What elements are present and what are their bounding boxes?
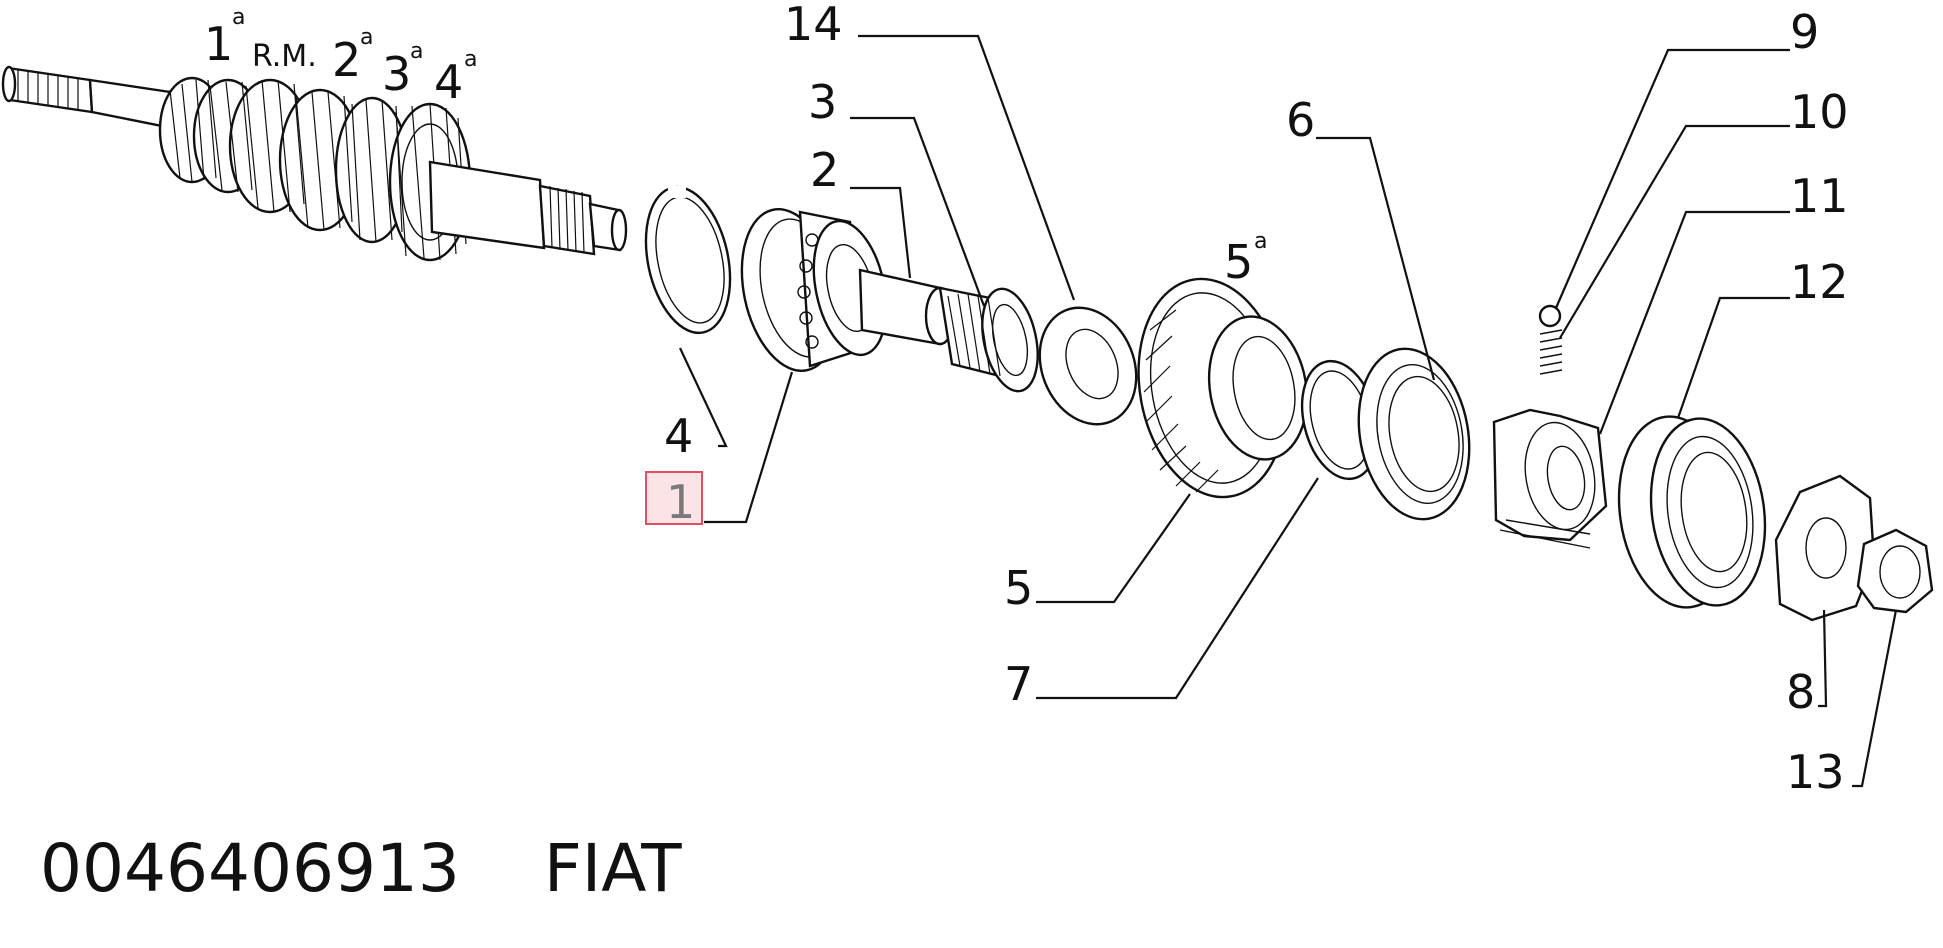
shaft-journal [428, 160, 628, 256]
callout-13[interactable]: 13 [1786, 745, 1845, 799]
part-13-nut [1856, 528, 1934, 614]
callout-5[interactable]: 5 [1004, 561, 1033, 615]
gear-label-reverse: R.M. [252, 39, 317, 74]
gear-label-4-sup: a [464, 47, 477, 72]
gear-label-2-sup: a [360, 25, 373, 50]
gear-label-1-num: 1 [204, 17, 233, 71]
callout-8[interactable]: 8 [1786, 665, 1815, 719]
spline-shaft-end [1, 65, 174, 130]
part-4-snap-ring [644, 185, 732, 335]
part-14-thrust-washer [1038, 306, 1138, 426]
gear-label-5-sup: a [1254, 229, 1267, 254]
part-6-synchro-ring [1357, 347, 1471, 521]
main-shaft-assembly [1, 65, 628, 262]
callout-4[interactable]: 4 [664, 409, 693, 463]
part-11-synchro-hub [1492, 408, 1608, 549]
part-5-fifth-gear [1137, 277, 1309, 499]
callout-3[interactable]: 3 [808, 75, 837, 129]
highlight-box [645, 471, 703, 525]
gear-stack [158, 76, 472, 262]
gear-label-3-sup: a [410, 39, 423, 64]
part-10-spring [1539, 329, 1563, 375]
callout-1[interactable]: 1 [666, 475, 695, 529]
gear-label-1-sup: a [232, 5, 245, 30]
gear-label-3-num: 3 [382, 47, 411, 101]
gear-label-4-num: 4 [434, 55, 463, 109]
callout-7[interactable]: 7 [1004, 657, 1033, 711]
part-3-needle-bearing [938, 286, 1039, 393]
callout-11[interactable]: 11 [1790, 169, 1849, 223]
brand-name: FIAT [543, 830, 682, 907]
part-number: 0046406913 [40, 830, 460, 907]
gear-label-2-num: 2 [332, 33, 361, 87]
leader-lines [679, 34, 1898, 788]
part-2-bushing [858, 268, 956, 346]
footer: 0046406913 FIAT [40, 830, 682, 907]
part-12-sliding-sleeve [1617, 415, 1767, 609]
callout-12[interactable]: 12 [1790, 255, 1849, 309]
callout-6[interactable]: 6 [1286, 93, 1315, 147]
callout-10[interactable]: 10 [1790, 85, 1849, 139]
callout-9[interactable]: 9 [1790, 5, 1819, 59]
gear-labels: 1 a R.M. 2 a 3 a 4 a 5 a [204, 5, 1267, 289]
part-8-retaining-plate [1774, 474, 1876, 622]
callout-14[interactable]: 14 [784, 0, 843, 51]
part-9-detent-ball [1538, 304, 1562, 328]
callouts: 14 3 2 4 1 9 10 11 12 6 5 7 8 13 [664, 0, 1849, 799]
gear-label-5-num: 5 [1224, 235, 1253, 289]
callout-2[interactable]: 2 [810, 143, 839, 197]
